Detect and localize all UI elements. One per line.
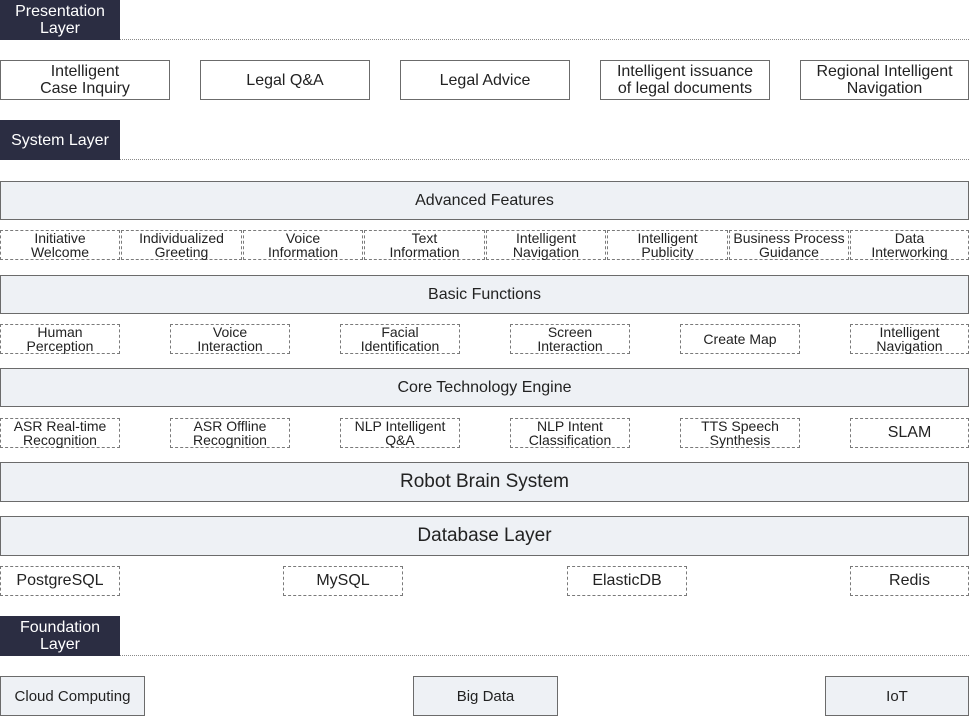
database-layer-bar: Database Layer <box>0 516 969 556</box>
presentation-layer-label-text: Presentation Layer <box>15 3 105 37</box>
foundation-layer-label: Foundation Layer <box>0 616 120 656</box>
basic-function-item: Facial Identification <box>340 324 460 354</box>
foundation-layer-label-text: Foundation Layer <box>19 619 101 653</box>
presentation-item-text: Legal Advice <box>439 71 531 89</box>
advanced-feature-item: Intelligent Navigation <box>486 230 606 260</box>
presentation-item-legal-qa: Legal Q&A <box>200 60 370 100</box>
core-technology-engine-bar: Core Technology Engine <box>0 368 969 407</box>
basic-function-item: Voice Interaction <box>170 324 290 354</box>
advanced-feature-item: Data Interworking <box>850 230 969 260</box>
system-layer-label: System Layer <box>0 120 120 160</box>
foundation-item-iot: IoT <box>825 676 969 716</box>
database-item-elasticdb: ElasticDB <box>567 566 687 596</box>
presentation-item-regional-navigation: Regional Intelligent Navigation <box>800 60 969 100</box>
basic-function-item: Create Map <box>680 324 800 354</box>
basic-functions-bar: Basic Functions <box>0 275 969 314</box>
system-layer-label-text: System Layer <box>11 131 109 149</box>
advanced-feature-item: Voice Information <box>243 230 363 260</box>
database-item-postgresql: PostgreSQL <box>0 566 120 596</box>
presentation-item-case-inquiry: Intelligent Case Inquiry <box>0 60 170 100</box>
core-tech-item: SLAM <box>850 418 969 448</box>
basic-function-item: Screen Interaction <box>510 324 630 354</box>
advanced-feature-item: Individualized Greeting <box>121 230 242 260</box>
presentation-item-text: Legal Q&A <box>246 71 324 89</box>
advanced-feature-item: Initiative Welcome <box>0 230 120 260</box>
core-tech-item: TTS Speech Synthesis <box>680 418 800 448</box>
system-layer-divider <box>120 159 969 160</box>
foundation-item-big-data: Big Data <box>413 676 558 716</box>
robot-brain-system-title: Robot Brain System <box>400 471 569 492</box>
basic-function-item: Intelligent Navigation <box>850 324 969 354</box>
advanced-feature-item: Intelligent Publicity <box>607 230 728 260</box>
foundation-item-cloud-computing: Cloud Computing <box>0 676 145 716</box>
core-tech-item: NLP Intent Classification <box>510 418 630 448</box>
advanced-features-title: Advanced Features <box>415 191 554 209</box>
advanced-features-bar: Advanced Features <box>0 181 969 220</box>
presentation-item-text: Intelligent issuance of legal documents <box>616 63 754 97</box>
presentation-item-legal-documents: Intelligent issuance of legal documents <box>600 60 770 100</box>
presentation-layer-divider <box>120 39 969 40</box>
robot-brain-system-bar: Robot Brain System <box>0 462 969 502</box>
database-item-redis: Redis <box>850 566 969 596</box>
advanced-feature-item: Text Information <box>364 230 485 260</box>
database-item-mysql: MySQL <box>283 566 403 596</box>
core-tech-item: ASR Offline Recognition <box>170 418 290 448</box>
core-technology-engine-title: Core Technology Engine <box>397 378 572 396</box>
presentation-item-text: Intelligent Case Inquiry <box>40 63 130 97</box>
foundation-layer-divider <box>120 655 969 656</box>
core-tech-item: ASR Real-time Recognition <box>0 418 120 448</box>
basic-functions-title: Basic Functions <box>428 285 541 303</box>
presentation-layer-label: Presentation Layer <box>0 0 120 40</box>
advanced-feature-item: Business Process Guidance <box>729 230 849 260</box>
basic-function-item: Human Perception <box>0 324 120 354</box>
database-layer-title: Database Layer <box>417 525 552 546</box>
core-tech-item: NLP Intelligent Q&A <box>340 418 460 448</box>
presentation-item-legal-advice: Legal Advice <box>400 60 570 100</box>
presentation-item-text: Regional Intelligent Navigation <box>816 63 953 97</box>
